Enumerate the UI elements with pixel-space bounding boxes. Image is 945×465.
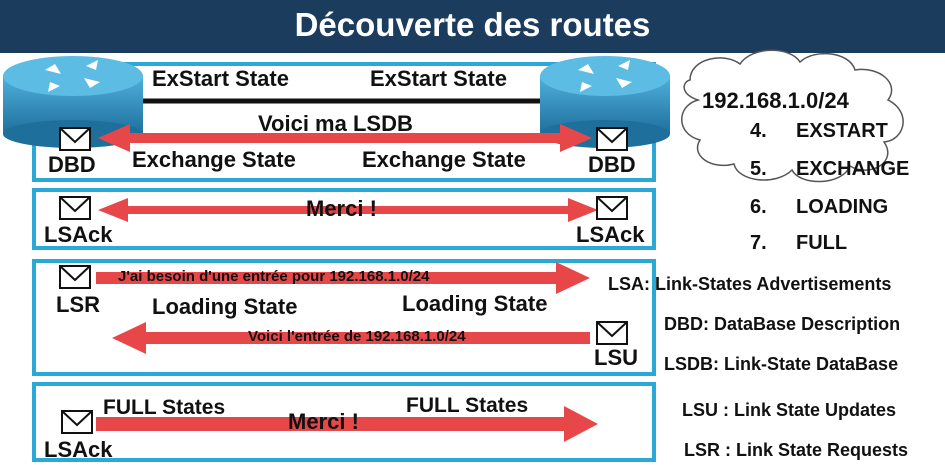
full-right-label: FULL States: [406, 394, 529, 417]
legend-value: Link State Updates: [734, 400, 897, 420]
legend-key: LSU :: [682, 400, 729, 420]
dbd-left-label: DBD: [48, 152, 96, 177]
state-num: 7.: [750, 232, 767, 254]
state-num: 4.: [750, 120, 767, 142]
exstart-right-label: ExStart State: [370, 66, 507, 91]
panel-loading: [32, 259, 656, 376]
arrow-lsu-icon: [112, 322, 590, 354]
lsu-reply-label: Voici l'entrée de 192.168.1.0/24: [248, 328, 466, 345]
legend-value: DataBase Description: [714, 314, 901, 334]
merci-full-label: Merci !: [288, 409, 359, 434]
page-title: Découverte des routes: [0, 0, 945, 53]
lsdb-label: Voici ma LSDB: [258, 111, 413, 136]
exchange-right-label: Exchange State: [362, 147, 526, 172]
cloud-icon: [681, 49, 904, 183]
router-left-icon: [3, 56, 143, 148]
lsack-full-label: LSAck: [44, 437, 113, 462]
legend-key: LSDB:: [664, 354, 719, 374]
merci-label: Merci !: [306, 196, 377, 221]
lsack-left-label: LSAck: [44, 222, 113, 247]
legend-item: LSA: Link-States Advertisements: [608, 274, 891, 295]
envelope-lsr-icon: [59, 265, 91, 289]
state-num: 6.: [750, 196, 767, 218]
legend-item: LSR : Link State Requests: [684, 440, 908, 461]
state-label: EXCHANGE: [796, 158, 910, 180]
lsr-request-label: J'ai besoin d'une entrée pour 192.168.1.…: [118, 268, 430, 285]
envelope-lsu-icon: [596, 321, 628, 345]
lsu-label: LSU: [594, 345, 638, 370]
envelope-lsack-full-icon: [61, 410, 93, 434]
lsr-label: LSR: [56, 292, 100, 317]
legend-value: Link-State DataBase: [724, 354, 899, 374]
loading-left-label: Loading State: [152, 294, 298, 319]
arrow-lsdb-icon: [98, 124, 592, 152]
network-label: 192.168.1.0/24: [702, 88, 849, 113]
panel-ack: [32, 188, 656, 250]
envelope-dbd-left-icon: [59, 127, 91, 151]
state-label: FULL: [796, 232, 848, 254]
legend-item: LSDB: Link-State DataBase: [664, 354, 898, 375]
full-left-label: FULL States: [103, 396, 226, 419]
exstart-left-label: ExStart State: [152, 66, 289, 91]
arrow-full-icon: [96, 406, 598, 442]
lsack-right-label: LSAck: [576, 222, 645, 247]
envelope-lsack-left-icon: [59, 196, 91, 220]
legend-key: LSA:: [608, 274, 650, 294]
legend-item: LSU : Link State Updates: [682, 400, 896, 421]
state-num: 5.: [750, 158, 767, 180]
exchange-left-label: Exchange State: [132, 147, 296, 172]
arrow-merci-icon: [98, 198, 598, 222]
legend-value: Link-States Advertisements: [655, 274, 892, 294]
panel-full: [32, 382, 656, 462]
legend-value: Link State Requests: [736, 440, 909, 460]
arrow-lsr-icon: [96, 262, 590, 294]
legend-key: DBD:: [664, 314, 709, 334]
state-label: EXSTART: [796, 120, 888, 142]
legend-item: DBD: DataBase Description: [664, 314, 900, 335]
state-label: LOADING: [796, 196, 889, 218]
legend-key: LSR :: [684, 440, 731, 460]
envelope-lsack-right-icon: [596, 196, 628, 220]
envelope-dbd-right-icon: [596, 127, 628, 151]
loading-right-label: Loading State: [402, 291, 548, 316]
dbd-right-label: DBD: [588, 152, 636, 177]
